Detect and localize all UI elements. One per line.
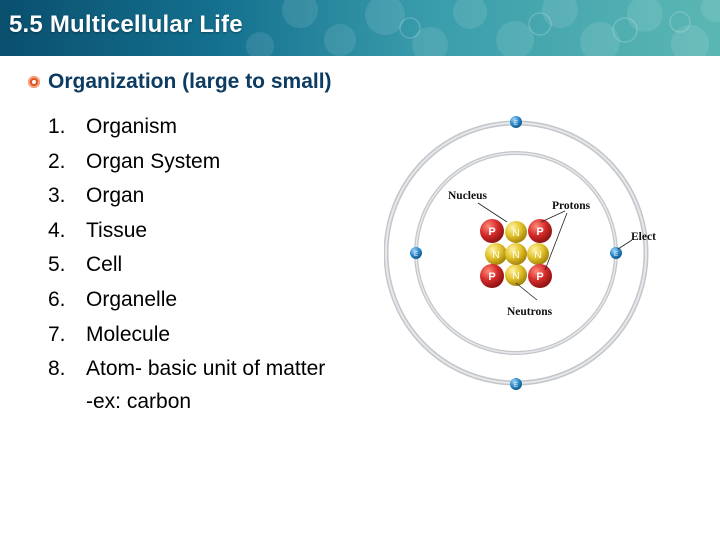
list-text: Organelle	[86, 287, 178, 311]
electron-right: E	[610, 247, 622, 259]
slide-header: 5.5 Multicellular Life	[0, 0, 720, 56]
list-text: Molecule	[86, 322, 171, 346]
electron-label: Electron	[631, 231, 656, 243]
list-item: 2. Organ System	[48, 147, 325, 182]
proton: P	[528, 264, 552, 288]
svg-text:E: E	[514, 121, 518, 127]
atom-diagram: E E E E N N N N N P P P P Nucleus Proton…	[384, 116, 656, 390]
svg-text:N: N	[512, 271, 519, 282]
electron-top: E	[510, 116, 522, 128]
nucleus: N N N N N P P P P	[480, 219, 552, 288]
organization-list: 1. Organism 2. Organ System 3. Organ 4. …	[48, 112, 325, 389]
leader-lines	[477, 202, 633, 301]
proton: P	[480, 219, 504, 243]
list-text: Organ System	[86, 149, 221, 173]
svg-text:P: P	[536, 226, 543, 238]
svg-text:P: P	[488, 226, 495, 238]
svg-text:P: P	[536, 271, 543, 283]
list-number: 8.	[48, 357, 66, 381]
svg-text:E: E	[414, 252, 418, 258]
list-number: 2.	[48, 149, 66, 173]
proton: P	[480, 264, 504, 288]
svg-text:N: N	[492, 250, 499, 261]
list-text: Organism	[86, 115, 178, 138]
protons-label: Protons	[552, 200, 591, 212]
list-text: Tissue	[86, 218, 148, 242]
neutron: N	[505, 243, 527, 265]
list-sub-item: -ex: carbon	[86, 390, 192, 413]
neutron: N	[485, 243, 507, 265]
neutron: N	[505, 264, 527, 286]
header-cell-texture	[246, 0, 720, 56]
svg-text:E: E	[514, 383, 518, 389]
list-item: 4. Tissue	[48, 216, 325, 251]
list-item: 7. Molecule	[48, 320, 325, 355]
svg-text:P: P	[488, 271, 495, 283]
neutron: N	[505, 221, 527, 243]
list-number: 3.	[48, 184, 66, 208]
list-number: 7.	[48, 322, 66, 346]
list-item: 3. Organ	[48, 181, 325, 216]
list-text: Cell	[86, 253, 123, 277]
list-item: 6. Organelle	[48, 285, 325, 320]
electron-left: E	[410, 247, 422, 259]
list-item: 8. Atom- basic unit of matter	[48, 354, 325, 389]
list-item: 1. Organism	[48, 112, 325, 147]
svg-text:N: N	[512, 250, 519, 261]
neutrons-label: Neutrons	[507, 306, 553, 318]
list-number: 4.	[48, 218, 66, 242]
list-number: 5.	[48, 253, 66, 277]
list-text: Atom- basic unit of matter	[86, 357, 326, 381]
svg-text:N: N	[534, 250, 541, 261]
svg-text:N: N	[512, 228, 519, 239]
neutron: N	[527, 243, 549, 265]
electron-bottom: E	[510, 378, 522, 390]
list-item: 5. Cell	[48, 250, 325, 285]
svg-text:E: E	[614, 252, 618, 258]
nucleus-label: Nucleus	[448, 190, 488, 202]
heading-text: Organization (large to small)	[48, 70, 332, 93]
section-heading: Organization (large to small)	[28, 70, 332, 94]
list-text: Organ	[86, 184, 145, 208]
proton: P	[528, 219, 552, 243]
list-number: 6.	[48, 287, 66, 311]
list-number: 1.	[48, 115, 66, 138]
slide-title: 5.5 Multicellular Life	[9, 11, 243, 38]
bullet-icon	[28, 76, 40, 88]
